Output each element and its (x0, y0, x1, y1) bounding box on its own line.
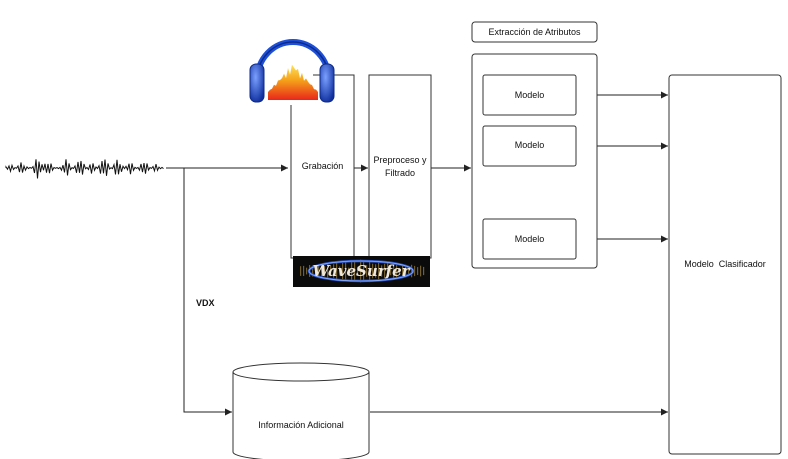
informacion-label: Información Adicional (258, 420, 344, 430)
preproceso-label-line2: Filtrado (385, 168, 415, 178)
node-preproceso: Preproceso y Filtrado (368, 74, 432, 259)
node-clasificador: Modelo Clasificador (668, 74, 782, 455)
audio-waveform-icon (5, 159, 164, 179)
modelo-3-label: Modelo (515, 234, 545, 244)
node-modelo-2: Modelo (482, 125, 577, 167)
extraccion-title: Extracción de Atributos (488, 27, 581, 37)
clasificador-label: Modelo Clasificador (684, 259, 766, 269)
modelo-1-label: Modelo (515, 90, 545, 100)
grabacion-label: Grabación (302, 161, 344, 171)
wavesurfer-wave-icon (300, 259, 425, 283)
extraccion-title-box: Extracción de Atributos (471, 21, 598, 43)
node-modelo-1: Modelo (482, 74, 577, 116)
modelo-2-label: Modelo (515, 140, 545, 150)
audacity-logo-icon (249, 39, 335, 105)
preproceso-label-line1: Preproceso y (373, 155, 427, 165)
node-modelo-3: Modelo (482, 218, 577, 260)
vdx-label: VDX (196, 298, 215, 308)
wavesurfer-logo-text: WaveSurfer (312, 262, 410, 280)
wavesurfer-logo: WaveSurfer (293, 256, 430, 287)
audacity-flame-icon (268, 64, 318, 100)
edge-to-informacion (183, 168, 232, 416)
node-grabacion: Grabación (290, 74, 355, 259)
node-informacion-cylinder: Información Adicional (232, 362, 370, 459)
